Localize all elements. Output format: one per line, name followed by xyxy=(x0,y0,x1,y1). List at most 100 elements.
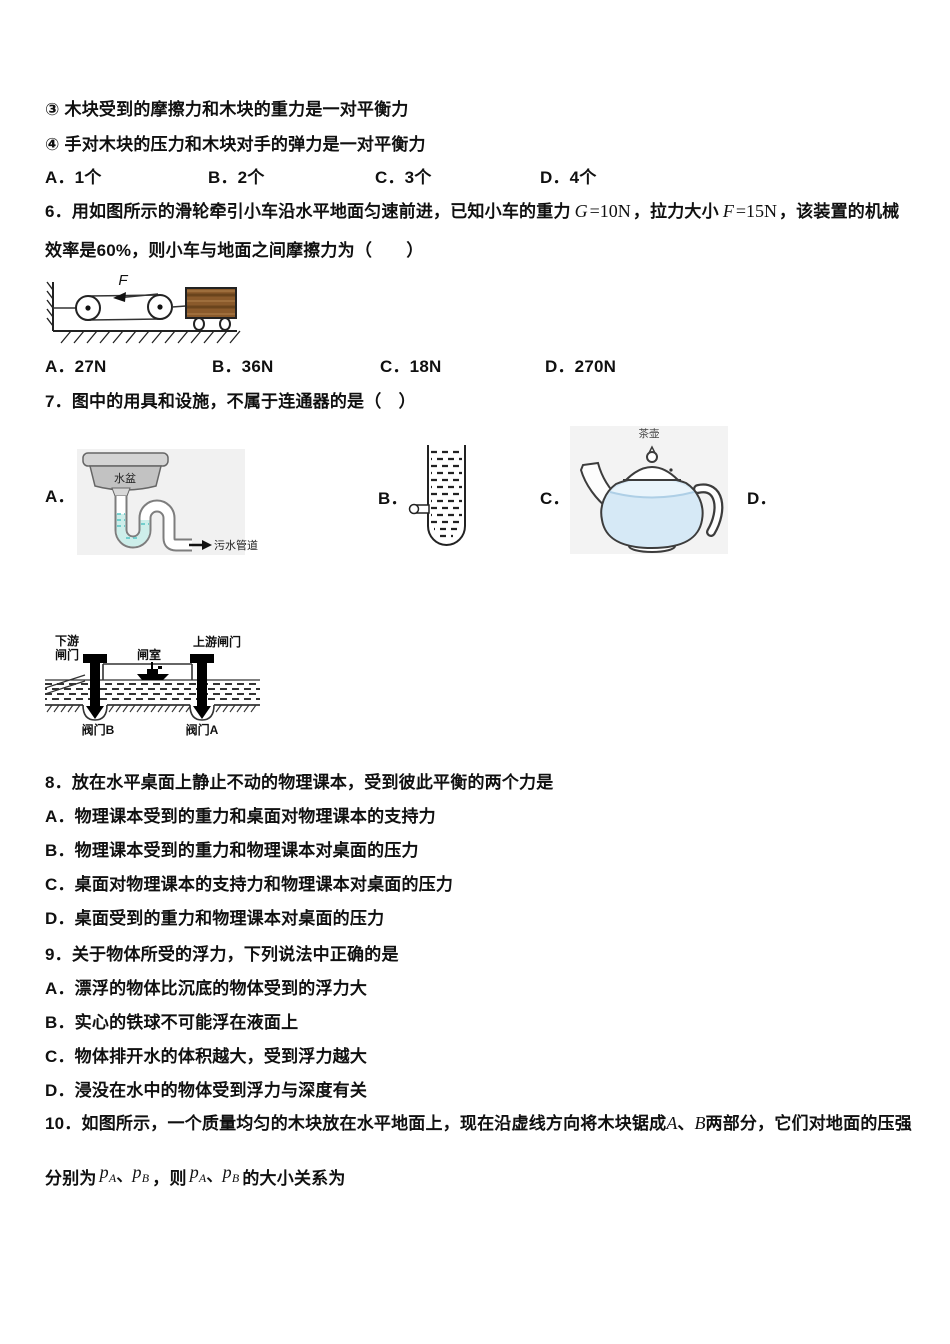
q5-statement-4: ④ 手对木块的压力和木块对手的弹力是一对平衡力 xyxy=(45,135,426,154)
q10-line2-pre: 分别为 xyxy=(45,1169,97,1188)
force-arrowhead xyxy=(113,292,126,302)
q5-option-a: A．1个 xyxy=(45,168,102,187)
valve-a-arrow-shaft xyxy=(197,663,207,707)
q10-line1-post: 两部分，它们对地面的压强 xyxy=(705,1114,912,1133)
tube-figure xyxy=(408,445,466,546)
p-sub-b: B xyxy=(141,1171,150,1185)
rope-bottom xyxy=(87,318,161,321)
lid-knob xyxy=(646,451,658,463)
q8-option-b: B．物理课本受到的重力和物理课本对桌面的压力 xyxy=(45,841,419,860)
sink-figure: 水盆 污水管道 xyxy=(77,449,258,555)
q6-text-pre: 6．用如图所示的滑轮牵引小车沿水平地面匀速前进，已知小车的重力 xyxy=(45,202,571,221)
teapot-figure: 茶壶 xyxy=(570,426,728,554)
cart-wheel-left xyxy=(193,317,205,331)
q7-label-b: B． xyxy=(378,489,408,508)
p-symbol: p xyxy=(189,1162,199,1182)
q7-label-d: D． xyxy=(747,489,777,508)
q10-sep: 、 xyxy=(677,1114,695,1133)
q6-option-b: B．36N xyxy=(212,357,274,376)
q6-val-g: =10N xyxy=(589,201,631,221)
formula-sep: 、 xyxy=(206,1168,223,1185)
q6-option-c: C．18N xyxy=(380,357,442,376)
downstream-slope xyxy=(45,674,86,695)
q6-var-f: F xyxy=(722,201,734,221)
q5-option-c: C．3个 xyxy=(375,168,432,187)
tube-outline xyxy=(427,445,466,546)
pulley-right-axle xyxy=(157,304,163,310)
p-symbol: p xyxy=(222,1162,232,1182)
valve-a-label: 阀门A xyxy=(186,722,219,737)
drain-arrowhead xyxy=(202,540,212,550)
spigot-knob xyxy=(408,503,420,515)
formula-sep: 、 xyxy=(116,1168,133,1185)
q6-text-line2: 效率是60%，则小车与地面之间摩擦力为（ ） xyxy=(45,241,424,260)
q8-option-c: C．桌面对物理课本的支持力和物理课本对桌面的压力 xyxy=(45,875,454,894)
q7-label-c: C． xyxy=(540,489,570,508)
basin-label: 水盆 xyxy=(114,471,136,485)
q9-option-a: A．漂浮的物体比沉底的物体受到的浮力大 xyxy=(45,979,368,998)
ground-hatch xyxy=(60,330,241,344)
valve-b-arrow-shaft xyxy=(90,663,100,707)
q10-line1-pre: 10．如图所示，一个质量均匀的木块放在水平地面上，现在沿虚线方向将木块锯成 xyxy=(45,1114,667,1133)
valve-b-arrowhead xyxy=(86,706,104,719)
q5-statement-3: ③ 木块受到的摩擦力和木块的重力是一对平衡力 xyxy=(45,100,409,119)
lock-water-dashes xyxy=(45,683,260,700)
q6-var-g: G xyxy=(574,201,588,221)
chamber-label: 闸室 xyxy=(137,647,161,662)
q6-text-post: ，该装置的机械 xyxy=(778,202,900,221)
downstream-gate-label-line1: 下游 xyxy=(55,633,79,648)
rope-to-cart xyxy=(171,305,187,308)
trap-water xyxy=(116,514,150,547)
p-symbol: p xyxy=(99,1162,109,1182)
q6-option-d: D．270N xyxy=(545,357,617,376)
drain-neck xyxy=(111,487,131,497)
tube-water-dashes xyxy=(431,450,462,538)
q7-label-a: A． xyxy=(45,487,75,506)
water-dashes xyxy=(117,513,149,539)
water-headspace xyxy=(610,479,694,498)
q10-formula-1: pA、pB xyxy=(99,1162,150,1185)
drain-label: 污水管道 xyxy=(214,538,258,552)
ship xyxy=(137,662,169,680)
lid-hole xyxy=(669,468,673,472)
q8-option-d: D．桌面受到的重力和物理课本对桌面的压力 xyxy=(45,909,385,928)
q10-line2-mid: ，则 xyxy=(152,1169,187,1188)
q10-formula-2: pA、pB xyxy=(189,1162,240,1185)
ship-lock-figure: 下游 闸门 闸室 上游闸门 阀门B 阀门A xyxy=(45,633,260,737)
q6-val-f: =15N xyxy=(735,201,777,221)
upstream-gate-label: 上游闸门 xyxy=(193,634,241,649)
gate-cap-downstream xyxy=(83,654,107,663)
q10-text-line1: 10．如图所示，一个质量均匀的木块放在水平地面上，现在沿虚线方向将木块锯成A、B… xyxy=(45,1112,912,1135)
handle-inner xyxy=(695,485,722,535)
cart xyxy=(185,287,237,331)
water-surface xyxy=(609,491,695,499)
q9-option-c: C．物体排开水的体积越大，受到浮力越大 xyxy=(45,1047,368,1066)
wall-hatch xyxy=(46,281,54,327)
basin-rim xyxy=(82,452,169,467)
q6-option-a: A．27N xyxy=(45,357,107,376)
cart-wheel-right xyxy=(219,317,231,331)
q8-option-a: A．物理课本受到的重力和桌面对物理课本的支持力 xyxy=(45,807,436,826)
p-sub-b: B xyxy=(231,1171,240,1185)
p-sub-a: A xyxy=(198,1171,207,1185)
pulley-left-axle xyxy=(85,305,91,311)
q9-option-b: B．实心的铁球不可能浮在液面上 xyxy=(45,1013,299,1032)
p-sub-a: A xyxy=(108,1171,117,1185)
downstream-gate-label-line2: 闸门 xyxy=(55,647,79,662)
q9-text: 9．关于物体所受的浮力，下列说法中正确的是 xyxy=(45,945,399,964)
valve-a-arrowhead xyxy=(193,706,211,719)
p-symbol: p xyxy=(132,1162,142,1182)
teapot-label: 茶壶 xyxy=(639,427,660,440)
pulley-figure: F xyxy=(46,272,241,344)
ground-hatch xyxy=(46,704,257,713)
q5-option-b: B．2个 xyxy=(208,168,265,187)
q10-var-b: B xyxy=(694,1113,706,1133)
q5-option-d: D．4个 xyxy=(540,168,597,187)
q10-var-a: A xyxy=(666,1113,678,1133)
q10-line2-post: 的大小关系为 xyxy=(242,1169,346,1188)
q7-text: 7．图中的用具和设施，不属于连通器的是（ ） xyxy=(45,392,416,411)
q6-text-mid: ，拉力大小 xyxy=(632,202,719,221)
force-label: F xyxy=(118,272,128,289)
